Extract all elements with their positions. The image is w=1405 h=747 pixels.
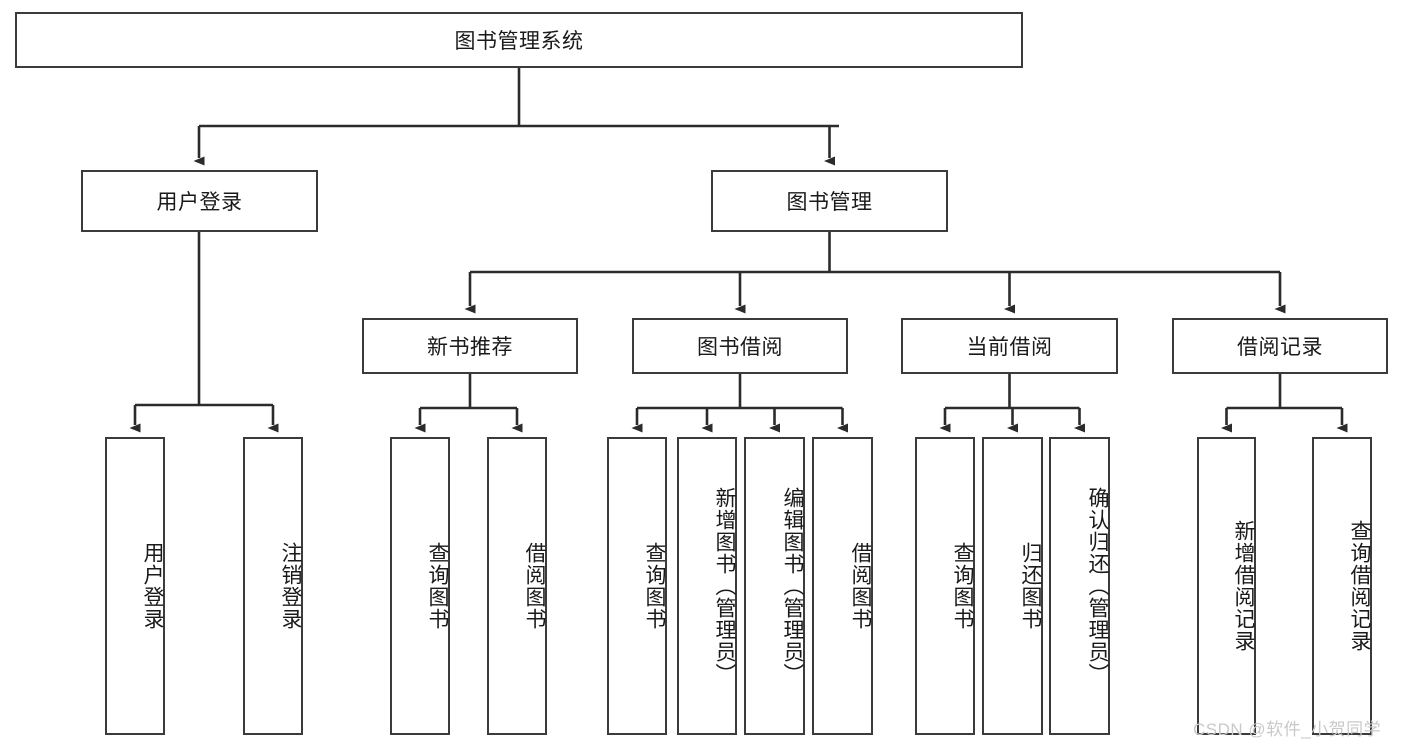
node-leaf-borrow-book-1[interactable]: 借阅图书 <box>487 437 547 735</box>
leaf-label: 查询图书 <box>426 542 449 630</box>
node-borrow-record[interactable]: 借阅记录 <box>1172 318 1388 374</box>
node-leaf-add-borrow-record[interactable]: 新增借阅记录 <box>1197 437 1256 735</box>
node-leaf-borrow-book-2[interactable]: 借阅图书 <box>812 437 873 735</box>
node-current-borrow[interactable]: 当前借阅 <box>901 318 1118 374</box>
node-leaf-add-book-admin[interactable]: 新增图书（管理员） <box>677 437 737 735</box>
leaf-label: 新增图书（管理员） <box>713 487 736 685</box>
leaf-label: 确认归还（管理员） <box>1086 487 1109 685</box>
node-book-borrow[interactable]: 图书借阅 <box>632 318 848 374</box>
csdn-watermark: CSDN @软件_小贺同学 <box>1193 720 1382 739</box>
node-user-login[interactable]: 用户登录 <box>81 170 318 232</box>
node-leaf-query-book-3[interactable]: 查询图书 <box>915 437 975 735</box>
node-leaf-confirm-return-admin[interactable]: 确认归还（管理员） <box>1049 437 1110 735</box>
node-leaf-query-book-1[interactable]: 查询图书 <box>390 437 450 735</box>
node-leaf-logout-login[interactable]: 注销登录 <box>243 437 303 735</box>
leaf-label: 查询图书 <box>951 542 974 630</box>
node-leaf-query-borrow-record[interactable]: 查询借阅记录 <box>1312 437 1372 735</box>
leaf-label: 归还图书 <box>1019 542 1042 630</box>
node-book-manage[interactable]: 图书管理 <box>711 170 948 232</box>
leaf-label: 注销登录 <box>279 542 302 630</box>
leaf-label: 查询图书 <box>643 542 666 630</box>
node-leaf-edit-book-admin[interactable]: 编辑图书（管理员） <box>744 437 805 735</box>
leaf-label: 查询借阅记录 <box>1348 520 1371 652</box>
node-leaf-return-book[interactable]: 归还图书 <box>982 437 1043 735</box>
leaf-label: 新增借阅记录 <box>1232 520 1255 652</box>
node-root-system[interactable]: 图书管理系统 <box>15 12 1023 68</box>
leaf-label: 用户登录 <box>141 542 164 630</box>
node-leaf-user-login[interactable]: 用户登录 <box>105 437 165 735</box>
leaf-label: 借阅图书 <box>849 542 872 630</box>
leaf-label: 编辑图书（管理员） <box>781 487 804 685</box>
node-new-book-recommend[interactable]: 新书推荐 <box>362 318 578 374</box>
node-leaf-query-book-2[interactable]: 查询图书 <box>607 437 667 735</box>
leaf-label: 借阅图书 <box>523 542 546 630</box>
